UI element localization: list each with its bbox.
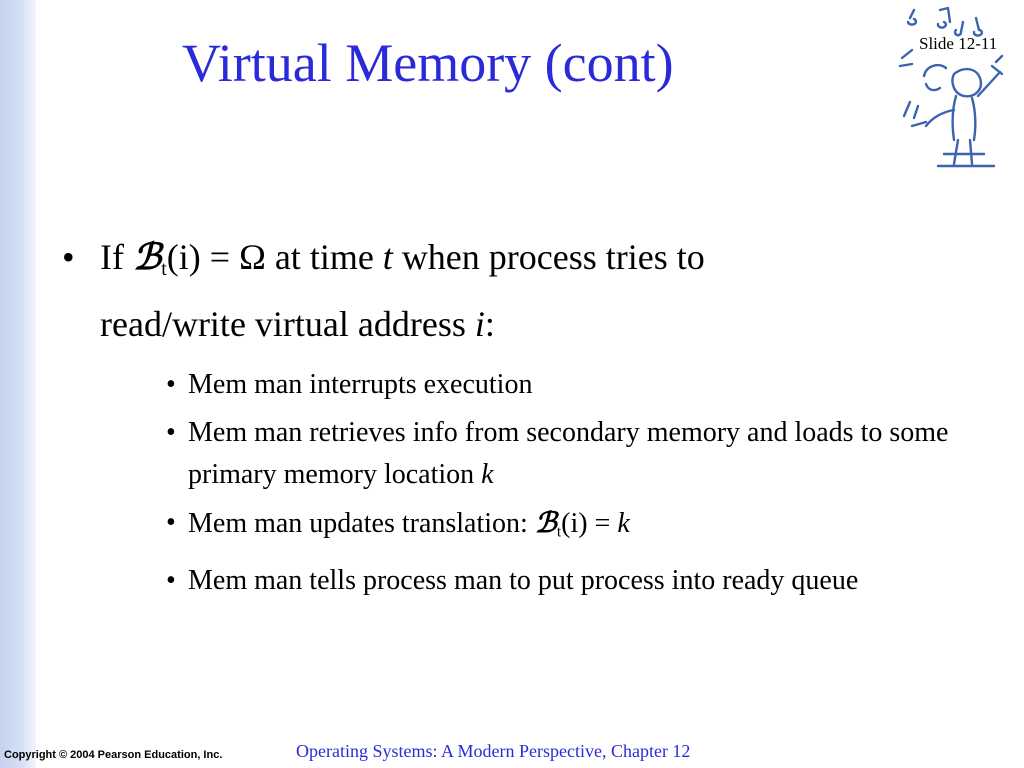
- bullet-dot: •: [166, 368, 176, 400]
- bullet-dot: •: [166, 506, 176, 538]
- if-prefix: If: [100, 237, 133, 277]
- time-var: t: [382, 237, 393, 277]
- slide-title: Virtual Memory (cont): [182, 33, 674, 93]
- line1-end: when process tries to: [392, 237, 705, 277]
- condition-expr: (i) = Ω at time: [166, 237, 383, 277]
- location-var: k: [481, 458, 494, 490]
- location-var: k: [617, 507, 630, 539]
- bullet-dot: •: [62, 237, 75, 277]
- list-item: • Mem man retrieves info from secondary …: [166, 412, 1017, 496]
- main-bullet: • If ℬt(i) = Ω at time t when process tr…: [62, 230, 1017, 352]
- bullet-dot: •: [166, 564, 176, 596]
- sub-bullet-text: Mem man retrieves info from secondary me…: [188, 412, 1017, 496]
- slide-number: Slide 12-11: [919, 34, 998, 53]
- colon: :: [484, 303, 495, 344]
- beta-symbol: ℬ: [132, 236, 162, 278]
- side-bar: [0, 0, 36, 768]
- bullet-dot: •: [166, 416, 176, 448]
- sub-bullet-text: Mem man updates translation: ℬt(i) = k: [188, 502, 630, 554]
- beta-symbol: ℬ: [534, 505, 557, 539]
- sub-bullet-prefix: Mem man updates translation:: [188, 507, 535, 539]
- chapter-footer: Operating Systems: A Modern Perspective,…: [296, 741, 691, 761]
- copyright-notice: Copyright © 2004 Pearson Education, Inc.: [4, 749, 223, 761]
- music-conductor-icon: [898, 6, 1004, 168]
- subscript-t: t: [556, 523, 562, 541]
- sub-bullet-text: Mem man interrupts execution: [188, 368, 533, 400]
- slide-body: • If ℬt(i) = Ω at time t when process tr…: [62, 230, 1017, 608]
- addr-var: i: [474, 303, 485, 344]
- list-item: • Mem man tells process man to put proce…: [166, 560, 1017, 602]
- list-item: • Mem man interrupts execution: [166, 364, 1017, 406]
- sub-bullet-list: • Mem man interrupts execution • Mem man…: [166, 364, 1017, 602]
- sub-bullet-text: Mem man tells process man to put process…: [188, 564, 859, 596]
- line2: read/write virtual address: [100, 303, 475, 344]
- list-item: • Mem man updates translation: ℬt(i) = k: [166, 502, 1017, 554]
- sub-bullet-main: Mem man retrieves info from secondary me…: [188, 416, 949, 490]
- main-bullet-text: If ℬt(i) = Ω at time t when process trie…: [100, 230, 705, 352]
- translation-expr: (i) =: [561, 507, 618, 539]
- subscript-t: t: [161, 257, 167, 280]
